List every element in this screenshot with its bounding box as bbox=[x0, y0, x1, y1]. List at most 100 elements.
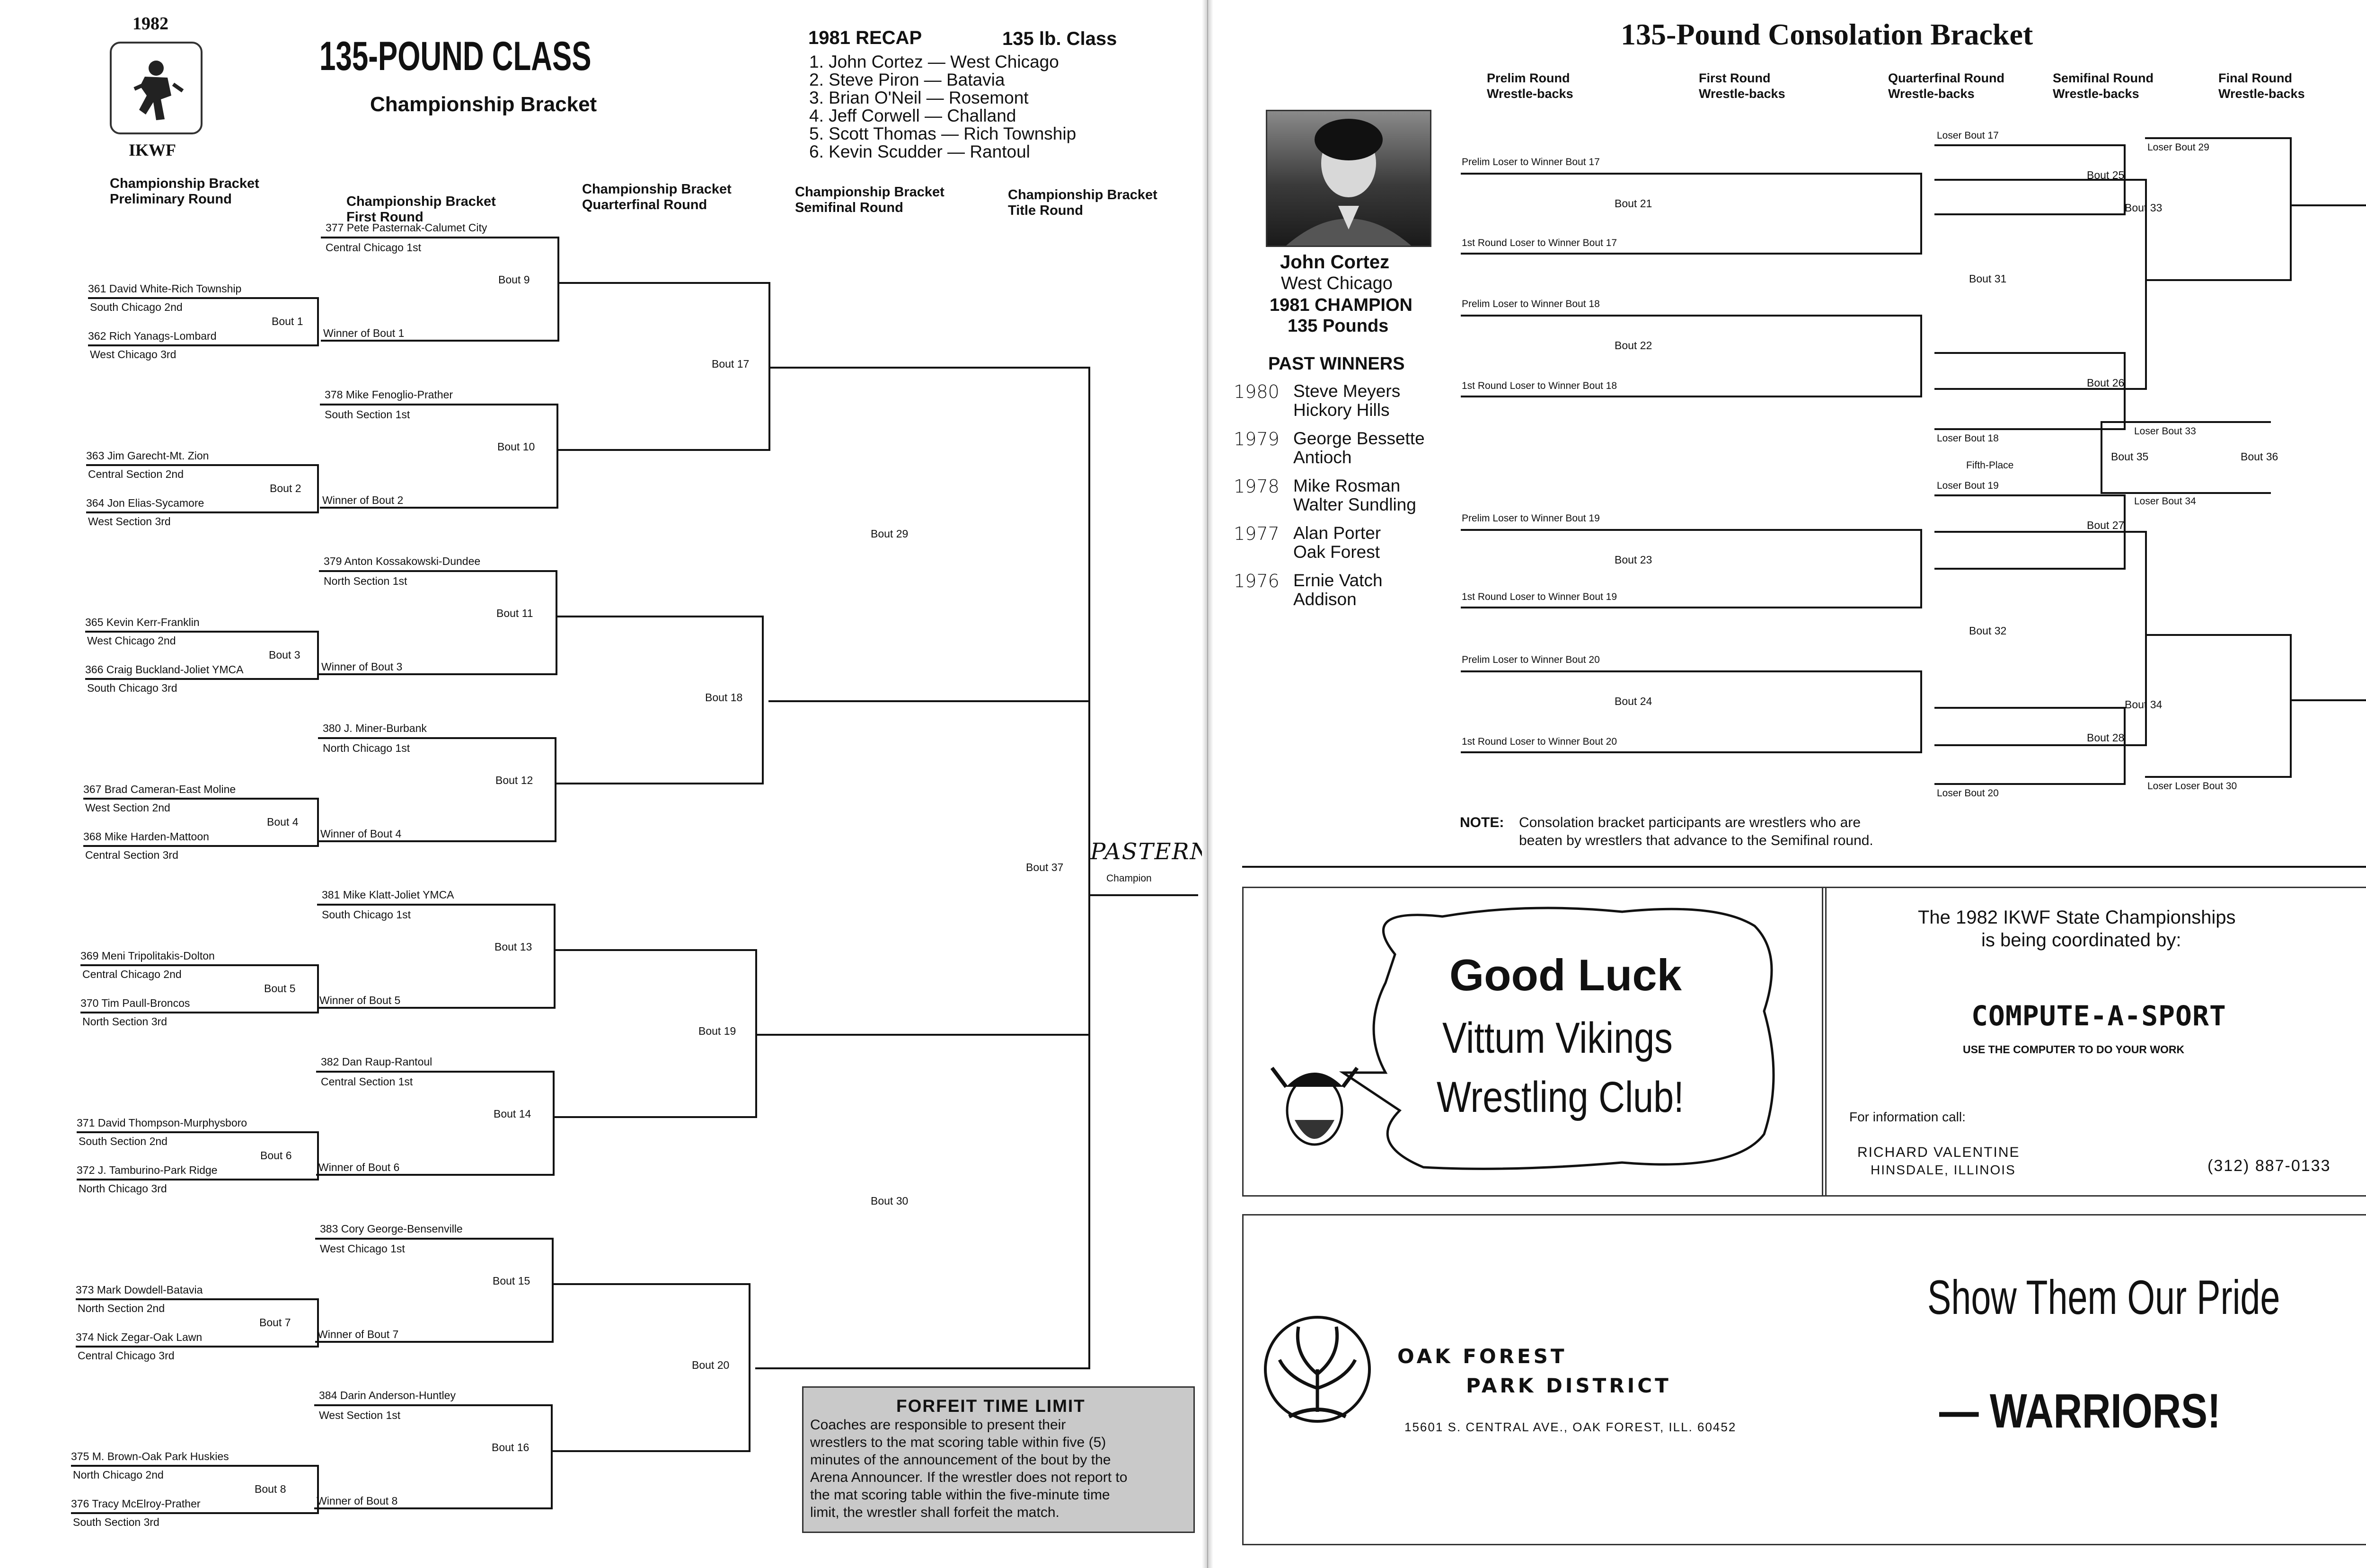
bracket-line bbox=[755, 1034, 1088, 1036]
bout-label: Bout 28 bbox=[2087, 731, 2125, 744]
title-line bbox=[1090, 894, 1198, 896]
past-name: Ernie Vatch bbox=[1293, 571, 1383, 590]
bout-label: Bout 24 bbox=[1615, 695, 1652, 707]
recap-title: 1981 RECAP bbox=[808, 27, 922, 48]
bracket-line bbox=[768, 282, 770, 451]
entrant-section: Central Chicago 1st bbox=[326, 241, 421, 254]
bracket-line bbox=[1934, 144, 2124, 146]
bracket-line bbox=[1934, 707, 2124, 709]
entrant-name: 382 Dan Raup-Rantoul bbox=[321, 1056, 433, 1068]
bout-label: Bout 19 bbox=[698, 1025, 736, 1038]
cons-entry: Prelim Loser to Winner Bout 18 bbox=[1462, 299, 1600, 309]
entrant-section: South Section 2nd bbox=[79, 1135, 168, 1147]
bracket-line bbox=[318, 737, 555, 739]
champion-name: John Cortez bbox=[1280, 252, 1390, 273]
bracket-line bbox=[557, 449, 768, 451]
district-address: 15601 S. CENTRAL AVE., OAK FOREST, ILL. … bbox=[1404, 1420, 1737, 1434]
column-header: Semifinal Round bbox=[2053, 71, 2154, 85]
bracket-line bbox=[1934, 494, 2124, 496]
slogan-line: Show Them Our Pride bbox=[1927, 1270, 2280, 1324]
ad-line: is being coordinated by: bbox=[1981, 930, 2181, 951]
note-label: NOTE: bbox=[1460, 815, 1504, 830]
contact-city: HINSDALE, ILLINOIS bbox=[1871, 1163, 2016, 1177]
bracket-line bbox=[71, 1512, 317, 1515]
cons-entry: Loser Bout 19 bbox=[1937, 480, 1999, 491]
forfeit-text: minutes of the announcement of the bout … bbox=[810, 1452, 1111, 1468]
column-header: Wrestle-backs bbox=[1699, 87, 1785, 101]
cons-entry: 1st Round Loser to Winner Bout 17 bbox=[1462, 238, 1617, 248]
section-divider bbox=[1242, 866, 2366, 868]
past-year: 1978 bbox=[1234, 476, 1280, 497]
cons-entry: 1st Round Loser to Winner Bout 18 bbox=[1462, 380, 1617, 391]
bracket-line bbox=[2145, 179, 2147, 390]
bracket-line bbox=[1920, 670, 1922, 753]
entrant-name: 370 Tim Paull-Broncos bbox=[80, 997, 190, 1010]
column-header: Championship Bracket bbox=[110, 176, 259, 191]
year-label: 1982 bbox=[132, 14, 168, 34]
bracket-line bbox=[2101, 492, 2271, 494]
column-header: Wrestle-backs bbox=[2218, 87, 2305, 101]
past-name: Mike Rosman bbox=[1293, 476, 1401, 495]
entrant-name: 364 Jon Elias-Sycamore bbox=[86, 496, 204, 509]
entrant-section: Central Section 2nd bbox=[88, 467, 184, 480]
bout-label: Bout 6 bbox=[260, 1149, 292, 1162]
bracket-line bbox=[85, 631, 317, 633]
contact-name: RICHARD VALENTINE bbox=[1857, 1145, 2020, 1160]
entrant-section: North Chicago 1st bbox=[323, 741, 410, 754]
ad-line: Wrestling Club! bbox=[1437, 1073, 1684, 1121]
bout-label: Bout 8 bbox=[255, 1483, 286, 1496]
bracket-line bbox=[1088, 367, 1090, 702]
page-subtitle: Championship Bracket bbox=[370, 93, 597, 116]
past-town: Antioch bbox=[1293, 448, 1352, 467]
entrant-name: 367 Brad Cameran-East Moline bbox=[83, 783, 236, 795]
cons-entry: 1st Round Loser to Winner Bout 20 bbox=[1462, 736, 1617, 747]
past-town: Addison bbox=[1293, 590, 1357, 609]
entrant-name: 361 David White-Rich Township bbox=[88, 282, 242, 295]
entrant-section: West Chicago 2nd bbox=[87, 634, 176, 647]
entrant-name: 384 Darin Anderson-Huntley bbox=[319, 1389, 456, 1402]
bracket-line bbox=[1934, 783, 2124, 785]
bracket-line bbox=[83, 845, 317, 847]
bracket-line bbox=[2290, 137, 2292, 281]
past-name: Alan Porter bbox=[1293, 523, 1381, 543]
entrant-name: 368 Mike Harden-Mattoon bbox=[83, 830, 209, 843]
bracket-line bbox=[317, 904, 554, 906]
entrant-section: North Section 2nd bbox=[78, 1302, 165, 1314]
bracket-line bbox=[317, 1298, 319, 1348]
bracket-line bbox=[1934, 428, 2124, 430]
forfeit-text: Coaches are responsible to present their bbox=[810, 1417, 1066, 1433]
bracket-line bbox=[2101, 421, 2271, 423]
bout-label: Bout 2 bbox=[270, 482, 301, 494]
bracket-line bbox=[2145, 634, 2290, 636]
column-header: Final Round bbox=[2218, 71, 2292, 85]
bracket-line bbox=[2290, 699, 2366, 701]
cons-entry: Prelim Loser to Winner Bout 20 bbox=[1462, 654, 1600, 665]
entrant-section: Central Section 3rd bbox=[85, 848, 178, 861]
page-title: 135-POUND CLASS bbox=[319, 34, 592, 79]
bracket-line bbox=[2145, 531, 2147, 746]
page-gutter bbox=[1202, 0, 1213, 1568]
entrant-name: 373 Mark Dowdell-Batavia bbox=[76, 1283, 203, 1296]
bracket-line bbox=[80, 964, 317, 967]
ad-line: Vittum Vikings bbox=[1442, 1014, 1673, 1062]
column-header: First Round bbox=[1699, 71, 1771, 85]
bout-label: Bout 13 bbox=[494, 941, 532, 953]
brand-tagline: USE THE COMPUTER TO DO YOUR WORK bbox=[1963, 1043, 2185, 1056]
cons-entry: Loser Bout 29 bbox=[2147, 142, 2209, 153]
entrant-section: Central Chicago 2nd bbox=[82, 968, 182, 981]
bracket-line bbox=[557, 237, 559, 342]
bout-label: Bout 33 bbox=[2125, 202, 2163, 214]
slogan-line: — WARRIORS! bbox=[1939, 1384, 2221, 1438]
ad-headline: Good Luck bbox=[1449, 950, 1682, 1000]
cons-entry: Loser Bout 33 bbox=[2134, 426, 2196, 437]
bracket-line bbox=[551, 1404, 553, 1510]
bracket-line bbox=[86, 464, 317, 466]
recap-item: 2. Steve Piron — Batavia bbox=[809, 70, 1005, 89]
bracket-line bbox=[88, 344, 317, 346]
bout-label: Bout 32 bbox=[1969, 625, 2007, 637]
bracket-line bbox=[1934, 179, 2145, 181]
bracket-line bbox=[556, 570, 557, 676]
bout-label: Bout 17 bbox=[712, 358, 750, 370]
bracket-line bbox=[317, 631, 319, 680]
